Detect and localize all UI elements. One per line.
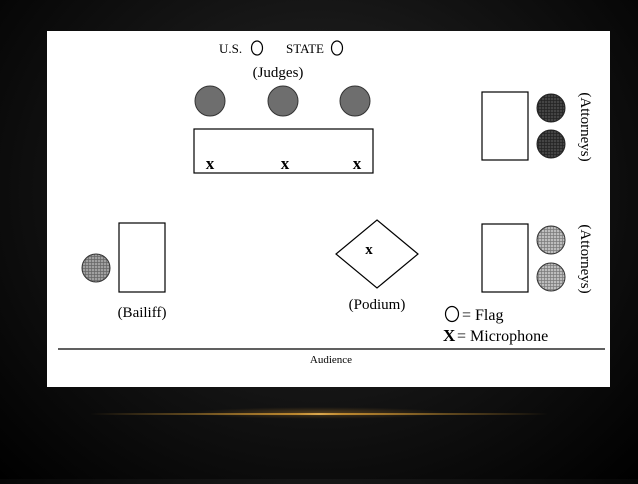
judge-seat-center (267, 85, 299, 117)
decorative-glow-line (90, 407, 548, 419)
attorneys-label-bottom: (Attorneys) (577, 224, 593, 293)
bailiff-seat (81, 253, 111, 283)
bench-microphone-left: x (206, 154, 215, 173)
judge-seat-right (339, 85, 371, 117)
attorney-seat-bottom-2 (536, 262, 566, 292)
legend-microphone-icon: X (443, 326, 456, 345)
podium-label: (Podium) (349, 297, 406, 313)
podium-microphone: x (365, 242, 373, 258)
judges-bench (193, 128, 374, 174)
bailiff-table (118, 222, 166, 293)
bench-microphone-center: x (281, 154, 290, 173)
legend-flag-icon (444, 305, 460, 323)
judges-label: (Judges) (253, 65, 304, 81)
podium (335, 219, 419, 289)
attorney-seat-bottom-1 (536, 225, 566, 255)
state-flag-label: STATE (286, 41, 324, 56)
legend-microphone-text: = Microphone (457, 328, 548, 345)
us-flag-icon (250, 40, 264, 56)
judge-seat-left (194, 85, 226, 117)
attorney-table-top (481, 91, 529, 161)
bailiff-label: (Bailiff) (118, 305, 167, 321)
us-flag-label: U.S. (219, 41, 242, 56)
attorneys-label-top: (Attorneys) (577, 92, 593, 161)
attorney-table-bottom (481, 223, 529, 293)
attorney-seat-top-2 (536, 129, 566, 159)
bench-microphone-right: x (353, 154, 362, 173)
paper-area (47, 31, 610, 387)
audience-label: Audience (310, 354, 352, 366)
attorney-seat-top-1 (536, 93, 566, 123)
legend-flag-text: = Flag (462, 307, 503, 324)
state-flag-icon (330, 40, 344, 56)
